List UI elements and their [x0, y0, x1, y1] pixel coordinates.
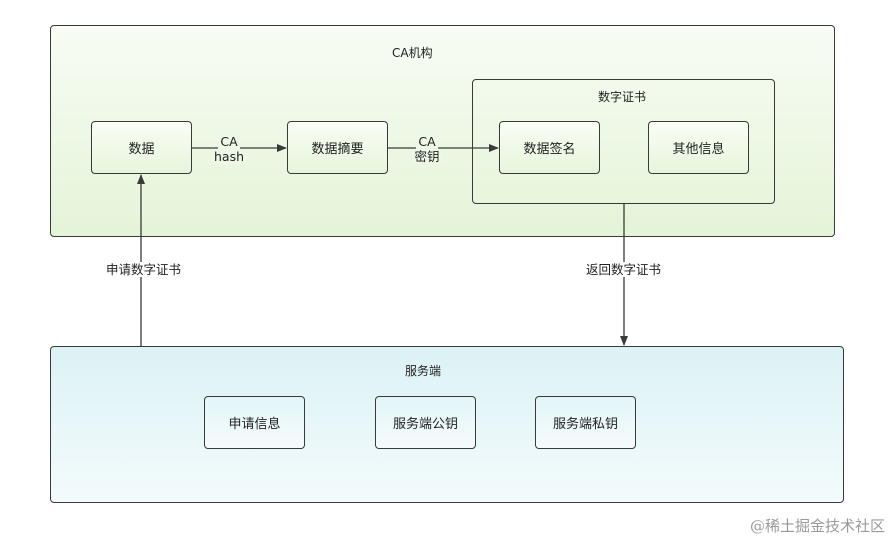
data-node-label: 数据 [128, 142, 155, 157]
edge-label-ca-key-line1: CA [416, 134, 438, 149]
watermark: @稀土掘金技术社区 [749, 517, 885, 535]
digest-node[interactable]: 数据摘要 [287, 121, 388, 174]
flow-label-apply: 申请数字证书 [104, 262, 184, 277]
server-title: 服务端 [405, 364, 442, 378]
flow-label-return: 返回数字证书 [584, 262, 664, 277]
edge-label-ca-hash-line2: hash [212, 149, 247, 164]
apply-info-node[interactable]: 申请信息 [204, 396, 305, 449]
signature-node-label: 数据签名 [523, 142, 576, 157]
edge-label-ca-key: CA 密钥 [410, 134, 444, 164]
server-public-key-node[interactable]: 服务端公钥 [375, 396, 476, 449]
signature-node[interactable]: 数据签名 [499, 121, 600, 174]
server-private-key-node-label: 服务端私钥 [552, 417, 618, 432]
edge-label-ca-hash: CA hash [212, 134, 247, 164]
data-node[interactable]: 数据 [91, 121, 192, 174]
edge-label-ca-key-line2: 密钥 [412, 149, 442, 164]
digest-node-label: 数据摘要 [311, 142, 364, 157]
apply-info-node-label: 申请信息 [228, 417, 281, 432]
edge-label-ca-hash-line1: CA [218, 134, 240, 149]
server-public-key-node-label: 服务端公钥 [392, 417, 458, 432]
other-info-node-label: 其他信息 [672, 142, 725, 157]
certificate-title: 数字证书 [598, 90, 647, 104]
ca-org-title: CA机构 [392, 46, 433, 60]
flow-label-apply-text: 申请数字证书 [104, 262, 184, 277]
other-info-node[interactable]: 其他信息 [648, 121, 749, 174]
server-private-key-node[interactable]: 服务端私钥 [535, 396, 636, 449]
certificate-container [472, 79, 775, 204]
flow-label-return-text: 返回数字证书 [584, 262, 664, 277]
